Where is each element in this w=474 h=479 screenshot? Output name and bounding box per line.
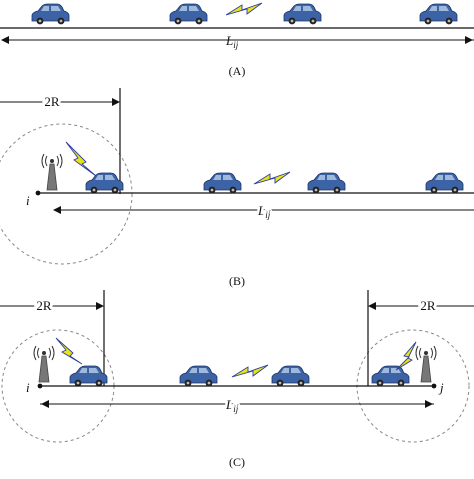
panel-a: Lij (A) — [0, 2, 474, 78]
tower-b — [41, 153, 63, 191]
node-label-c-left: i — [26, 380, 30, 395]
car-a1 — [31, 3, 70, 25]
tower-c-left — [33, 345, 55, 383]
node-dot-c-right — [431, 383, 437, 389]
length-label-a: Lij — [225, 33, 239, 50]
caption-b: (B) — [229, 274, 245, 288]
car-a3 — [283, 3, 322, 25]
car-b1 — [85, 172, 124, 194]
range-label-c-right: 2R — [420, 298, 436, 313]
car-c3 — [271, 365, 310, 387]
panel-b: 2R i Lij (B) — [0, 88, 474, 288]
node-dot-b — [35, 190, 41, 196]
range-circle-b — [0, 123, 133, 265]
node-label-c-right: j — [438, 380, 444, 395]
tower-c-right — [415, 345, 437, 383]
caption-a: (A) — [229, 64, 246, 78]
car-b4 — [425, 172, 464, 194]
lightning-c-right — [395, 341, 417, 371]
car-c2 — [179, 365, 218, 387]
car-c4 — [371, 365, 410, 387]
car-a2 — [169, 3, 208, 25]
lightning-c-mid — [231, 364, 269, 378]
car-a4 — [419, 3, 458, 25]
node-dot-c-left — [37, 383, 43, 389]
lightning-b2 — [253, 171, 291, 185]
node-label-b: i — [26, 193, 30, 208]
lightning-c-left — [55, 337, 83, 365]
length-label-c: Lij — [225, 397, 239, 414]
caption-c: (C) — [229, 455, 245, 469]
length-label-b: Lij — [257, 203, 271, 220]
lightning-b1 — [65, 141, 97, 177]
range-label-b: 2R — [44, 94, 60, 109]
lightning-a — [225, 2, 263, 16]
car-c1 — [69, 365, 108, 387]
car-b2 — [203, 172, 242, 194]
range-label-c-left: 2R — [36, 298, 52, 313]
panel-c: 2R 2R i j Lij (C) — [0, 290, 474, 469]
car-b3 — [307, 172, 346, 194]
